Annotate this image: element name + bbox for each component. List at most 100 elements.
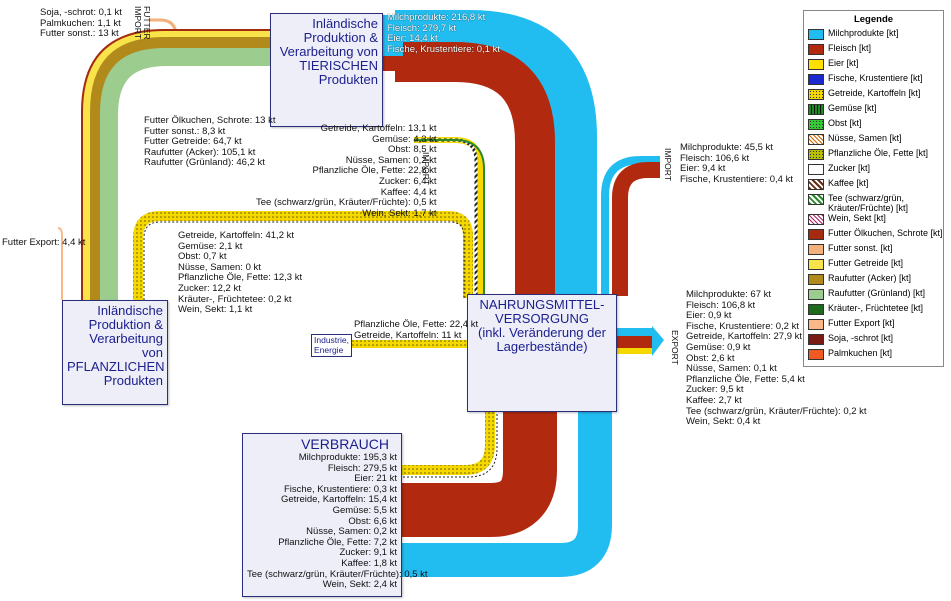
legend-swatch [808,274,824,285]
node-verbrauch-title: VERBRAUCH [301,436,389,452]
legend-label: Obst [kt] [828,118,862,128]
legend-item: Fleisch [kt] [804,43,943,58]
node-pflanzlich: Inländische Produktion & Verarbeitung vo… [62,300,168,405]
node-versorgung: NAHRUNGSMITTEL- VERSORGUNG (inkl. Veränd… [467,294,617,412]
flow-milk [395,10,597,360]
legend-swatch [808,194,824,205]
legend-item: Futter Getreide [kt] [804,258,943,273]
legend-item: Nüsse, Samen [kt] [804,133,943,148]
flow-industrie [352,340,468,348]
legend-label: Raufutter (Grünland) [kt] [828,288,926,298]
legend-swatch [808,164,824,175]
legend-label: Fische, Krustentiere [kt] [828,73,923,83]
legend-label: Futter Ölkuchen, Schrote [kt] [828,228,943,238]
legend-swatch [808,44,824,55]
label-import-mid: Getreide, Kartoffeln: 13,1 kt Gemüse: 4,… [256,123,437,219]
legend-item: Eier [kt] [804,58,943,73]
node-industrie-label: Industrie, Energie [314,335,349,355]
legend-item: Soja, -schrot [kt] [804,333,943,348]
legend-swatch [808,244,824,255]
legend-label: Futter Getreide [kt] [828,258,904,268]
legend-item: Obst [kt] [804,118,943,133]
label-import-right: Milchprodukte: 45,5 kt Fleisch: 106,6 kt… [680,142,793,185]
legend-item: Futter Ölkuchen, Schrote [kt] [804,228,943,243]
legend-item: Kaffee [kt] [804,178,943,193]
legend-item: Fische, Krustentiere [kt] [804,73,943,88]
legend-item: Futter sonst. [kt] [804,243,943,258]
legend-item: Wein, Sekt [kt] [804,213,943,228]
legend-swatch [808,59,824,70]
legend-swatch [808,229,824,240]
node-tierisch-title: Inländische Produktion & Verarbeitung vo… [279,16,378,87]
legend-label: Getreide, Kartoffeln [kt] [828,88,921,98]
legend-label: Zucker [kt] [828,163,871,173]
legend-label: Palmkuchen [kt] [828,348,893,358]
legend-item: Palmkuchen [kt] [804,348,943,363]
legend-label: Futter Export [kt] [828,318,895,328]
legend-swatch [808,334,824,345]
legend: Legende Milchprodukte [kt] Fleisch [kt] Ei… [803,10,944,367]
flow-import-right-meat [612,162,660,296]
legend-swatch [808,214,824,225]
legend-label: Tee (schwarz/grün, Kräuter/Früchte) [kt] [828,193,909,213]
legend-swatch [808,319,824,330]
legend-swatch [808,259,824,270]
legend-swatch [808,149,824,160]
flow-to-verbrauch-plant [401,410,495,475]
node-tierisch: Inländische Produktion & Verarbeitung vo… [270,13,383,127]
label-tierisch-out: Milchprodukte: 216,8 kt Fleisch: 279,7 k… [387,12,500,55]
node-industrie: Industrie, Energie [311,334,352,357]
label-futter-export: Futter Export: 4,4 kt [2,237,86,248]
legend-swatch [808,179,824,190]
label-export: Milchprodukte: 67 kt Fleisch: 106,8 kt E… [686,289,867,428]
legend-item: Raufutter (Grünland) [kt] [804,288,943,303]
node-verbrauch: VERBRAUCH Milchprodukte: 195,3 kt Fleisc… [242,433,428,597]
legend-label: Pflanzliche Öle, Fette [kt] [828,148,929,158]
flow-to-verbrauch-milk [401,410,612,577]
legend-label: Nüsse, Samen [kt] [828,133,902,143]
legend-item: Futter Export [kt] [804,318,943,333]
legend-swatch [808,349,824,360]
legend-label: Eier [kt] [828,58,859,68]
legend-item: Getreide, Kartoffeln [kt] [804,88,943,103]
legend-label: Kaffee [kt] [828,178,869,188]
legend-swatch [808,119,824,130]
legend-item: Tee (schwarz/grün, Kräuter/Früchte) [kt] [804,193,943,213]
node-pflanzlich-title: Inländische Produktion & Verarbeitung vo… [67,303,165,388]
flow-meat [395,42,555,300]
flow-import-right [601,156,660,296]
node-versorgung-title: NAHRUNGSMITTEL- VERSORGUNG (inkl. Veränd… [478,297,606,354]
vlabel-import-mid: IMPORT [421,152,431,185]
flow-pflanz-to-versorgung [133,211,473,300]
vlabel-export: EXPORT [670,330,680,365]
vlabel-futter-import: FUTTER IMPORT [133,6,152,40]
legend-item: Kräuter-, Früchtetee [kt] [804,303,943,318]
flow-to-verbrauch-meat [401,410,557,537]
flow-futter-export [57,227,63,300]
label-futter-import: Soja, -schrot: 0,1 kt Palmkuchen: 1,1 kt… [40,7,122,40]
legend-label: Soja, -schrot [kt] [828,333,894,343]
legend-label: Raufutter (Acker) [kt] [828,273,912,283]
legend-item: Gemüse [kt] [804,103,943,118]
flow-export [617,326,664,356]
label-futter-flow: Futter Ölkuchen, Schrote: 13 kt Futter s… [144,115,276,169]
legend-item: Raufutter (Acker) [kt] [804,273,943,288]
legend-label: Fleisch [kt] [828,43,872,53]
legend-swatch [808,89,824,100]
legend-item: Pflanzliche Öle, Fette [kt] [804,148,943,163]
legend-label: Kräuter-, Früchtetee [kt] [828,303,924,313]
vlabel-import-right: IMPORT [663,148,673,181]
label-pflanz-out: Getreide, Kartoffeln: 41,2 kt Gemüse: 2,… [178,230,303,316]
flow-futter-to-tierisch [81,29,270,300]
legend-label: Milchprodukte [kt] [828,28,899,38]
legend-label: Gemüse [kt] [828,103,877,113]
label-industrie: Pflanzliche Öle, Fette: 22,4 kt Getreide… [354,319,479,341]
legend-items: Milchprodukte [kt] Fleisch [kt] Eier [kt] F… [804,28,943,363]
legend-label: Wein, Sekt [kt] [828,213,886,223]
legend-item: Milchprodukte [kt] [804,28,943,43]
legend-title: Legende [853,14,894,25]
legend-swatch [808,74,824,85]
legend-swatch [808,134,824,145]
legend-label: Futter sonst. [kt] [828,243,893,253]
legend-swatch [808,29,824,40]
